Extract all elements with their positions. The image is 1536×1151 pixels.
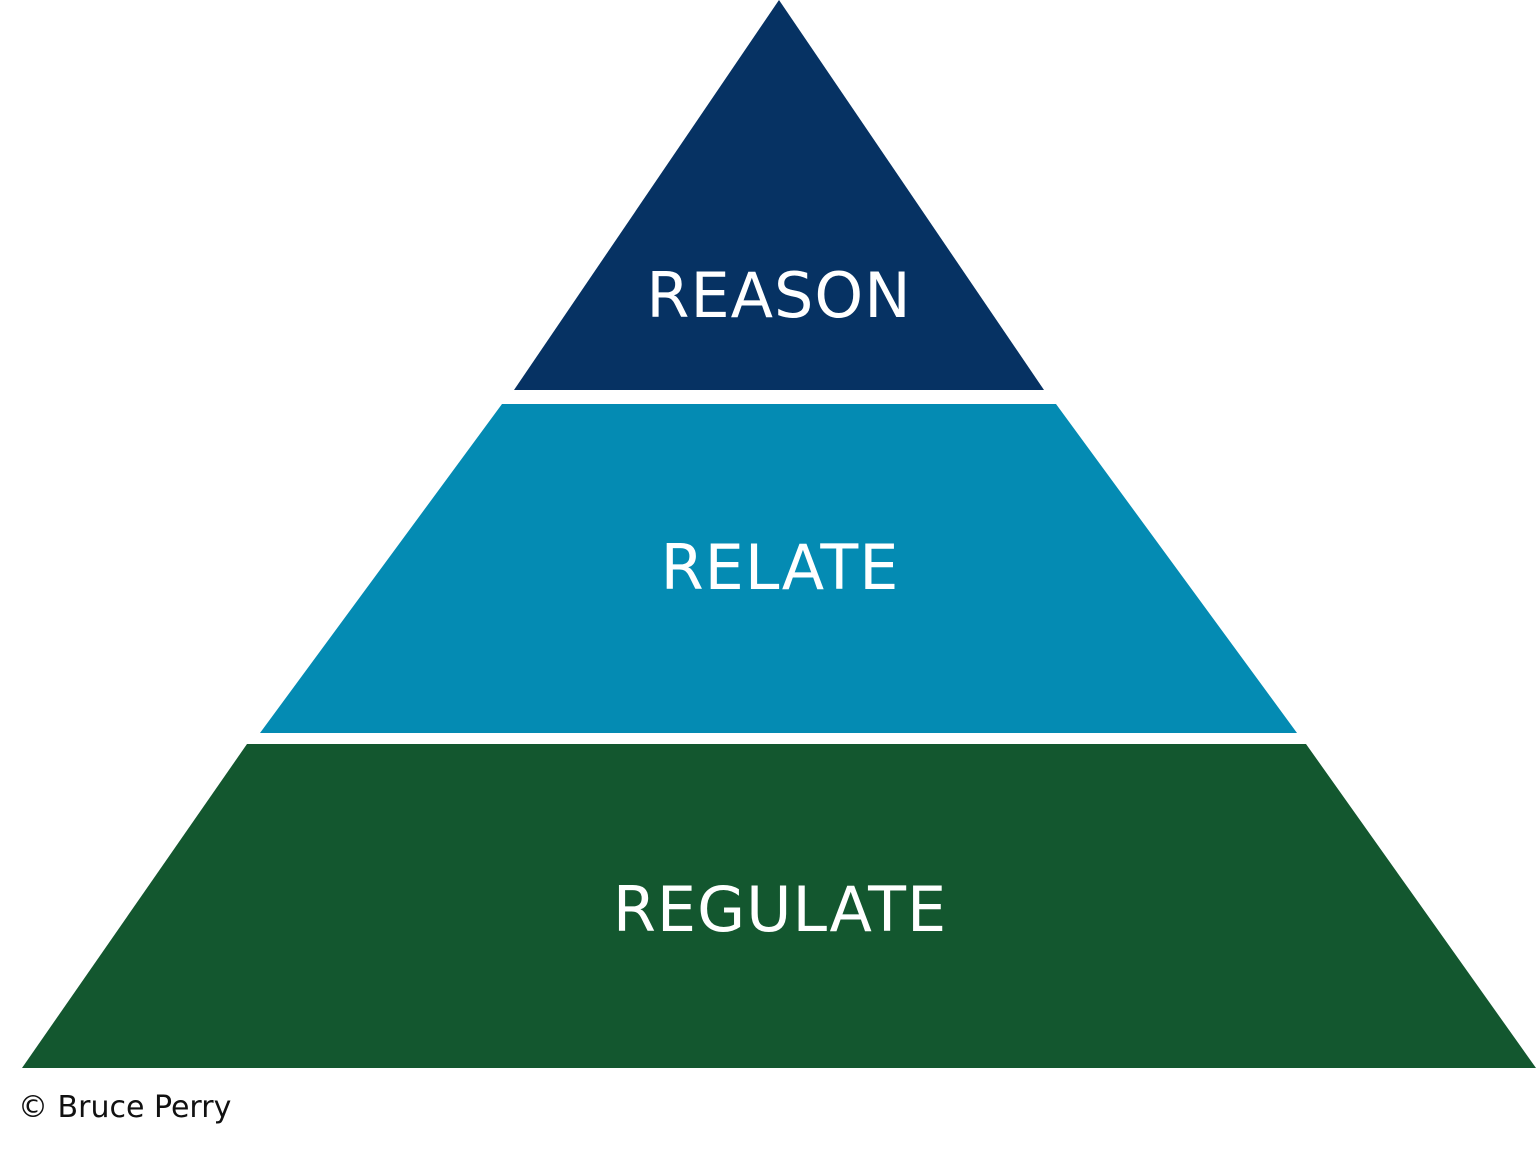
tier-regulate-label: REGULATE — [613, 873, 947, 946]
tier-reason: REASON — [514, 0, 1044, 390]
tier-relate: RELATE — [260, 404, 1297, 733]
tier-reason-shape — [514, 0, 1044, 390]
tier-regulate: REGULATE — [22, 744, 1536, 1068]
tier-relate-label: RELATE — [661, 531, 900, 604]
copyright-notice: © Bruce Perry — [18, 1090, 232, 1125]
tier-reason-label: REASON — [646, 259, 911, 332]
tier-relate-shape — [260, 404, 1297, 733]
tier-regulate-shape — [22, 744, 1536, 1068]
